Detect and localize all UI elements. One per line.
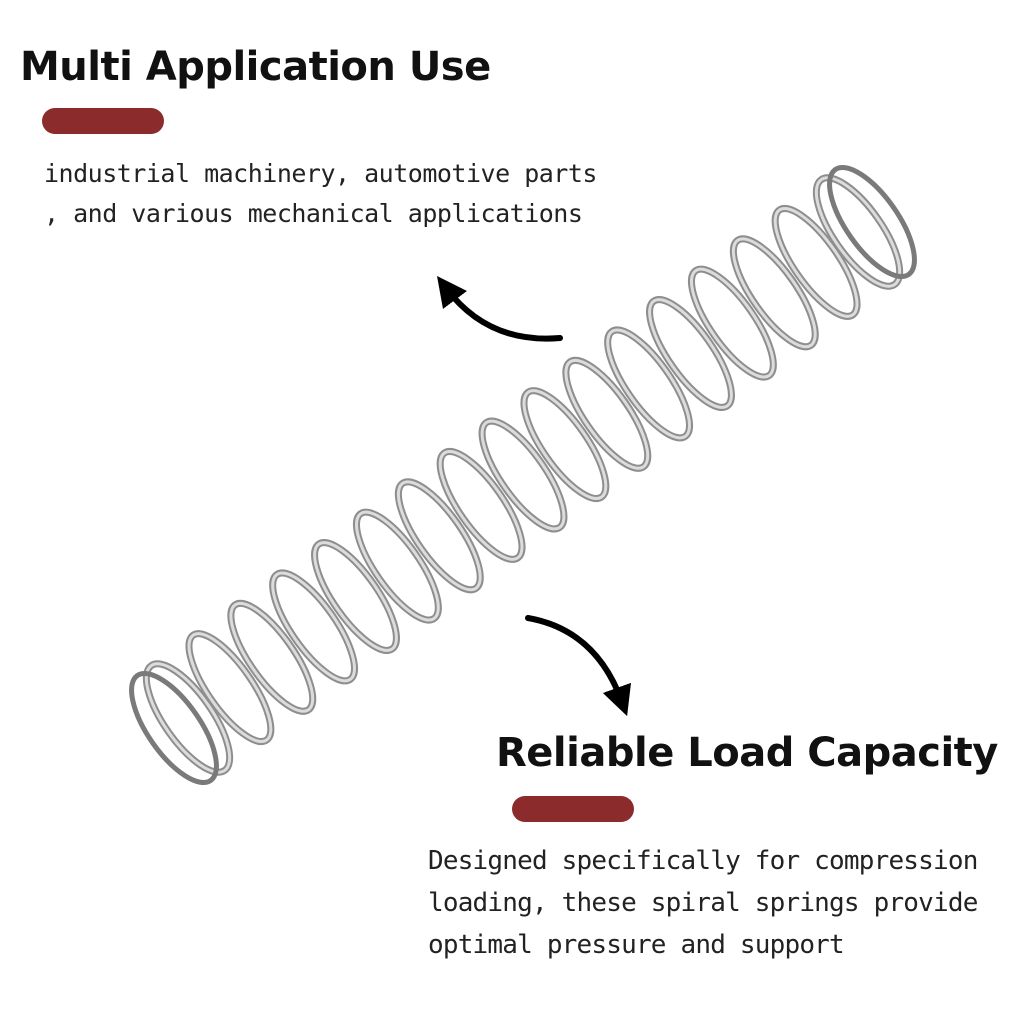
spring-coil [648, 298, 733, 409]
spring-coil [355, 510, 440, 622]
spring-coil [814, 176, 902, 288]
section-2-line: Designed specifically for compression [428, 846, 978, 876]
spring-coil [522, 389, 608, 501]
spring-coil [438, 449, 524, 561]
spring-coil [229, 601, 315, 713]
spring-coil [606, 328, 691, 440]
spring-coil [271, 571, 356, 683]
section-1-title: Multi Application Use [20, 44, 491, 90]
section-2-line: optimal pressure and support [428, 930, 845, 960]
spring-coil [313, 541, 398, 652]
curved-arrow-down-right-icon [525, 615, 632, 717]
section-2-description: Designed specifically for compression lo… [428, 840, 978, 966]
spring-coil [773, 206, 859, 318]
spring-end-coil [827, 164, 917, 280]
accent-bar-1 [42, 108, 164, 134]
section-1-description: industrial machinery, automotive parts ,… [44, 154, 597, 234]
accent-bar-2 [512, 796, 634, 822]
spring-coil [731, 237, 817, 349]
spring-coil [564, 358, 650, 470]
section-1-line: industrial machinery, automotive parts [44, 159, 597, 188]
spring-coil [480, 419, 566, 531]
curved-arrow-up-left-icon [436, 276, 563, 342]
section-2-line: loading, these spiral springs provide [428, 888, 978, 918]
compression-spring [129, 164, 917, 786]
section-1-line: , and various mechanical applications [44, 199, 583, 228]
section-2-title: Reliable Load Capacity [496, 730, 998, 776]
spring-coil [396, 480, 482, 592]
spring-end-coil [129, 670, 219, 786]
spring-coil [187, 632, 273, 744]
spring-coil [690, 267, 775, 379]
spring-coil [144, 662, 232, 774]
